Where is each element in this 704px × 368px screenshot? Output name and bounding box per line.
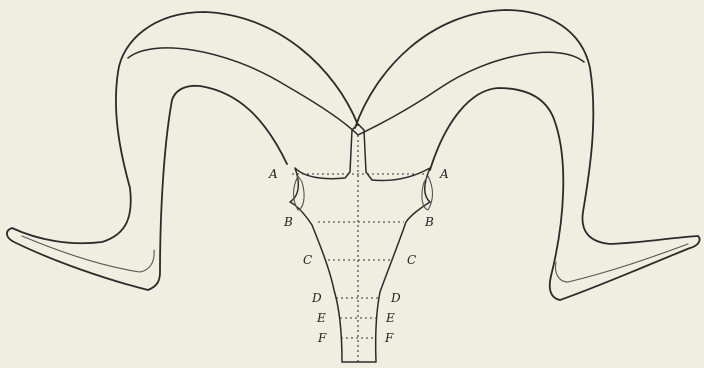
label-left-c: C (303, 253, 312, 267)
left-horn (7, 12, 358, 290)
label-left-f: F (317, 331, 327, 345)
label-right-b: B (424, 215, 434, 229)
label-right-d: D (390, 291, 401, 305)
label-right-c: C (407, 253, 416, 267)
left-horn-outer-edge (7, 12, 358, 290)
label-right-e: E (385, 311, 395, 325)
left-horn-inner-ridge (128, 48, 358, 135)
skull-outline (290, 124, 430, 362)
label-left-a: A (268, 167, 278, 181)
label-right-f: F (384, 331, 394, 345)
skull-face (290, 124, 433, 362)
label-left-d: D (311, 291, 322, 305)
label-left-e: E (316, 311, 326, 325)
label-right-a: A (439, 167, 449, 181)
label-left-b: B (283, 215, 293, 229)
right-eye-socket (422, 176, 433, 210)
